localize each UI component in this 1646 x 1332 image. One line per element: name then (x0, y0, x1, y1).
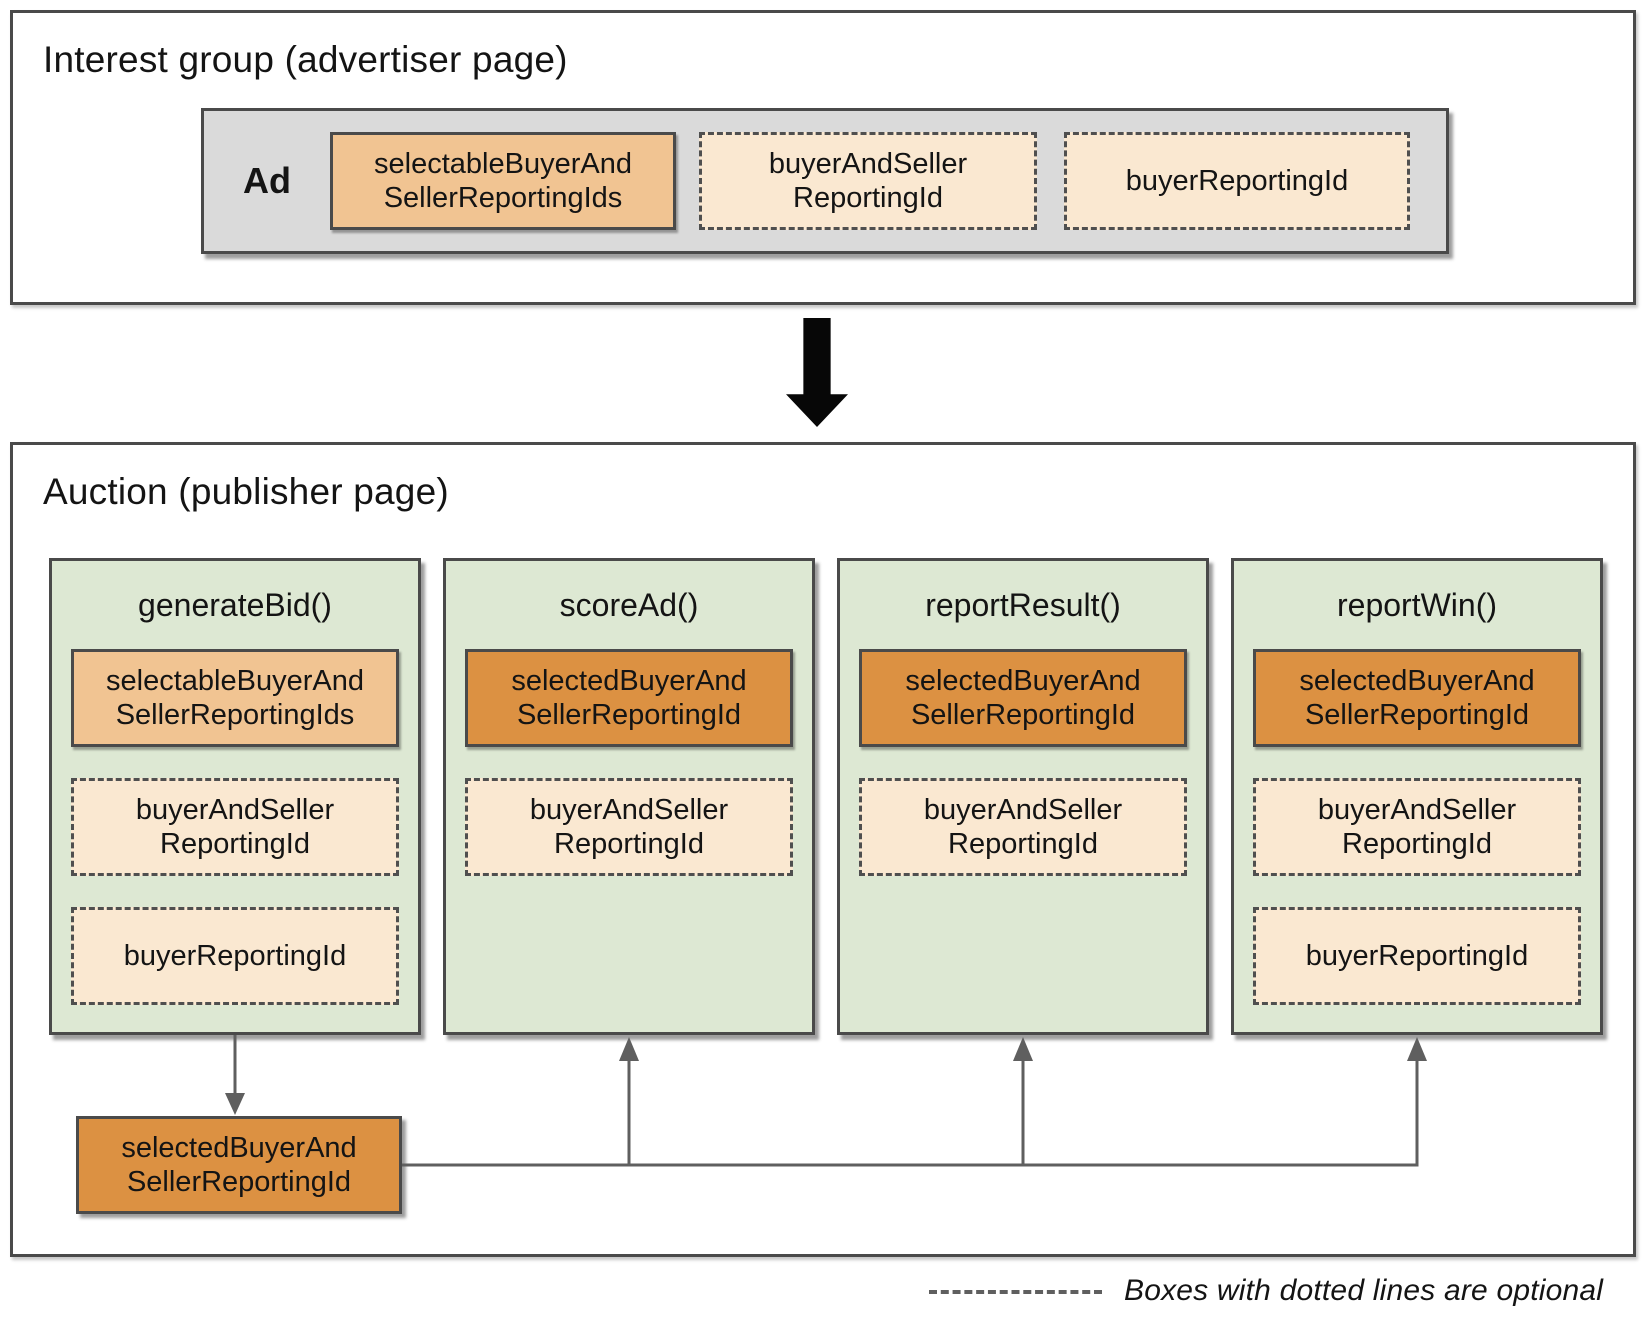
column-report-win-title: reportWin() (1336, 586, 1497, 623)
ad-label: Ad (243, 160, 291, 201)
box-buyer-and-seller-reporting-id: buyerAndSeller ReportingId (699, 132, 1037, 230)
box-selectable-buyer-and-seller-reporting-ids: selectableBuyerAnd SellerReportingIds (330, 132, 676, 230)
column-generate-bid: generateBid() selectableBuyerAnd SellerR… (49, 558, 421, 1035)
column-report-result: reportResult() selectedBuyerAnd SellerRe… (837, 558, 1209, 1035)
interest-group-title: Interest group (advertiser page) (43, 39, 568, 80)
column-report-win: reportWin() selectedBuyerAnd SellerRepor… (1231, 558, 1603, 1035)
column-generate-bid-title: generateBid() (138, 586, 332, 623)
legend-text: Boxes with dotted lines are optional (1124, 1274, 1604, 1307)
box-selectable-buyer-and-seller-reporting-ids: selectableBuyerAnd SellerReportingIds (71, 649, 399, 747)
column-report-result-title: reportResult() (925, 586, 1121, 623)
box-buyer-and-seller-reporting-id: buyerAndSeller ReportingId (1253, 778, 1581, 876)
auction-title: Auction (publisher page) (43, 471, 449, 512)
box-buyer-and-seller-reporting-id: buyerAndSeller ReportingId (859, 778, 1187, 876)
ad-container: Ad selectableBuyerAnd SellerReportingIds… (201, 108, 1449, 254)
box-buyer-and-seller-reporting-id: buyerAndSeller ReportingId (465, 778, 793, 876)
box-buyer-reporting-id: buyerReportingId (1253, 907, 1581, 1005)
box-selected-buyer-and-seller-reporting-id: selectedBuyerAnd SellerReportingId (465, 649, 793, 747)
box-selected-buyer-and-seller-reporting-id-output: selectedBuyerAnd SellerReportingId (76, 1116, 402, 1214)
flow-down-arrow-icon (786, 318, 848, 427)
box-selected-buyer-and-seller-reporting-id: selectedBuyerAnd SellerReportingId (1253, 649, 1581, 747)
box-selected-buyer-and-seller-reporting-id: selectedBuyerAnd SellerReportingId (859, 649, 1187, 747)
auction-section: Auction (publisher page) generateBid() s… (10, 442, 1636, 1257)
box-buyer-reporting-id: buyerReportingId (71, 907, 399, 1005)
box-buyer-and-seller-reporting-id: buyerAndSeller ReportingId (71, 778, 399, 876)
box-buyer-reporting-id: buyerReportingId (1064, 132, 1410, 230)
column-score-ad-title: scoreAd() (559, 586, 699, 623)
legend-dashed-line-sample (929, 1290, 1102, 1294)
column-score-ad: scoreAd() selectedBuyerAnd SellerReporti… (443, 558, 815, 1035)
interest-group-section: Interest group (advertiser page) Ad sele… (10, 10, 1636, 305)
